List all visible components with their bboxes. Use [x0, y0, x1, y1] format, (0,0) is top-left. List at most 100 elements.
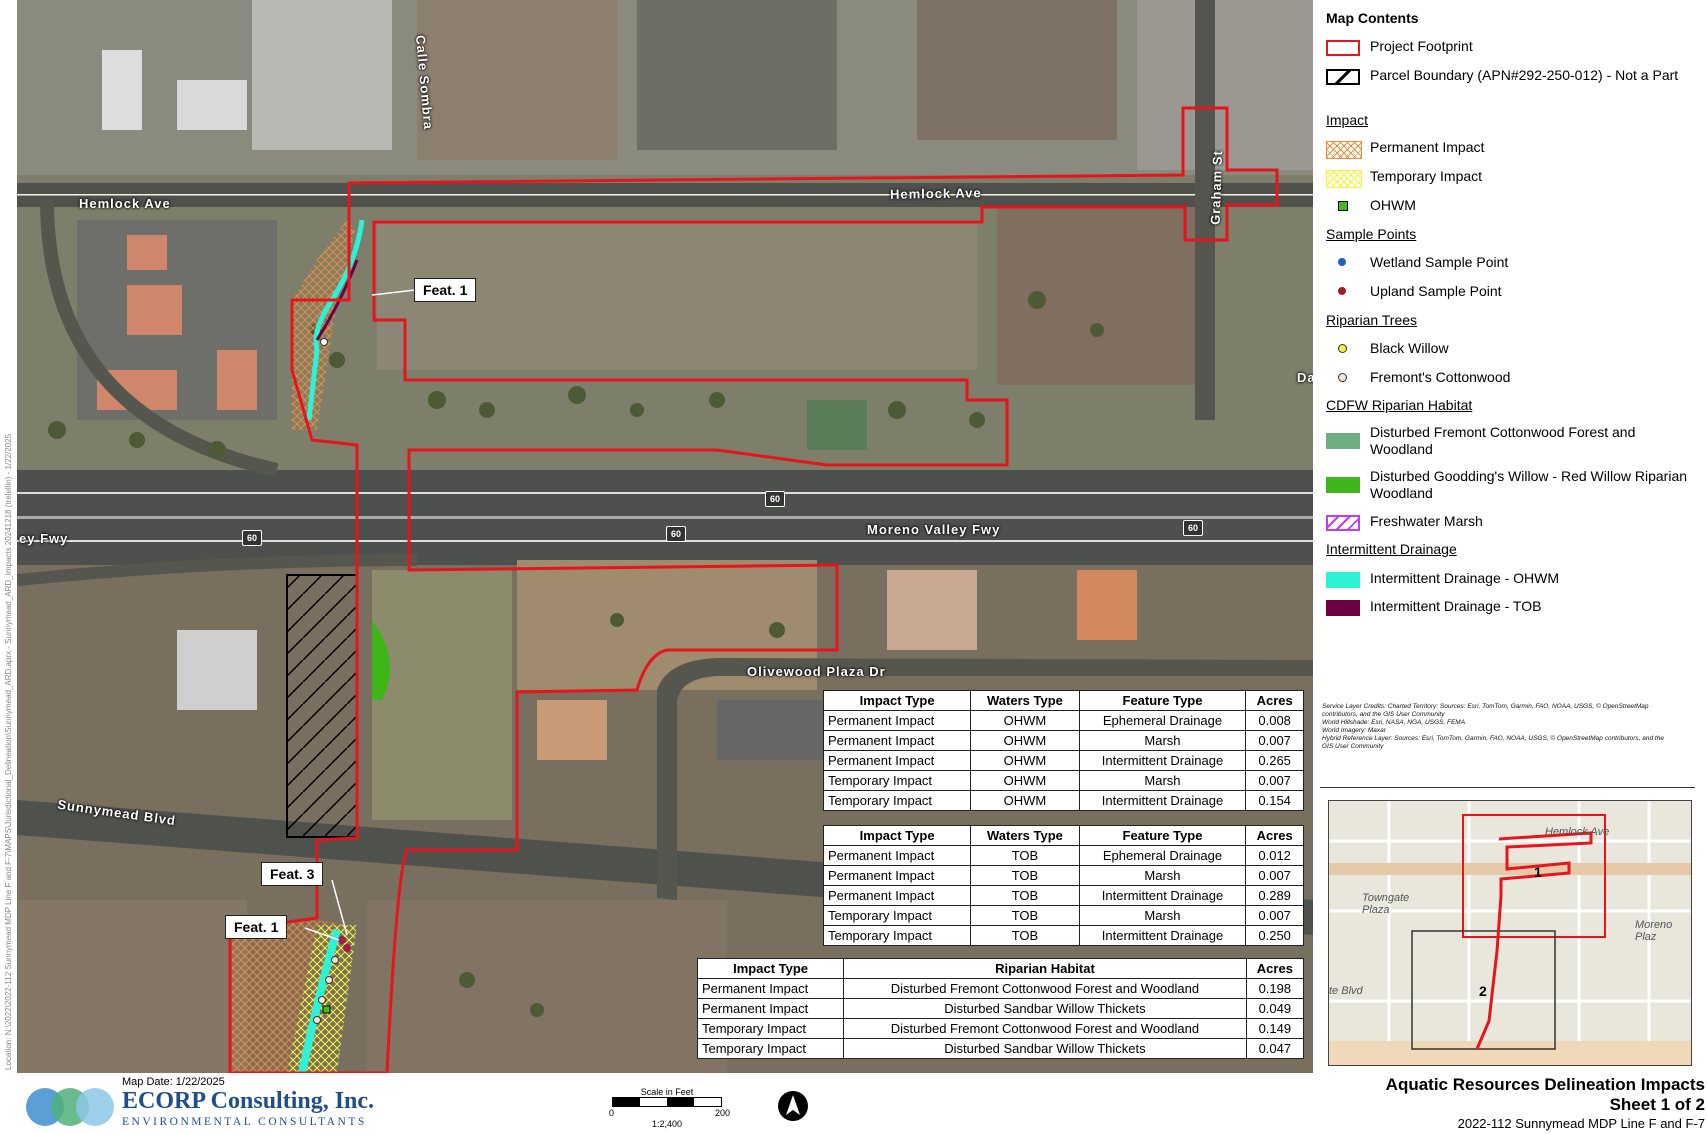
- scale-max: 200: [714, 1108, 730, 1118]
- tennis-courts: [807, 400, 867, 450]
- scale-title: Scale in Feet: [640, 1087, 694, 1097]
- cell: Temporary Impact: [696, 1038, 845, 1059]
- legend-label: Parcel Boundary (APN#292-250-012) - Not …: [1370, 67, 1679, 83]
- cell: TOB: [970, 885, 1080, 906]
- road-label-hemlock: Hemlock Ave: [889, 185, 982, 202]
- cell: OHWM: [970, 750, 1080, 771]
- field: [372, 570, 512, 820]
- cell: TOB: [970, 925, 1080, 946]
- col-header: Feature Type: [1078, 690, 1247, 711]
- map-canvas: [17, 0, 1313, 1073]
- col-header: Impact Type: [822, 825, 972, 846]
- col-header: Impact Type: [696, 958, 845, 979]
- building: [102, 50, 142, 130]
- map-view[interactable]: Hemlock Ave Hemlock Ave Calle Sombra Gra…: [17, 0, 1313, 1073]
- col-header: Riparian Habitat: [843, 958, 1247, 979]
- scale-ratio: 1:2,400: [651, 1119, 683, 1129]
- cell: Ephemeral Drainage: [1078, 845, 1247, 866]
- cell: 0.049: [1245, 998, 1305, 1019]
- cell: 0.047: [1245, 1038, 1305, 1059]
- cell: 0.250: [1245, 925, 1304, 946]
- cell: Temporary Impact: [822, 790, 972, 811]
- tob-impact-table: Impact Type Waters Type Feature Type Acr…: [822, 825, 1304, 946]
- cell: 0.198: [1245, 978, 1305, 999]
- cell: Ephemeral Drainage: [1078, 710, 1247, 731]
- cottonwood-tree-icon: [1338, 373, 1347, 382]
- building: [177, 630, 257, 710]
- cell: Permanent Impact: [696, 998, 845, 1019]
- overview-map[interactable]: Towngate Plaza Moreno Plaz te Blvd Hemlo…: [1328, 800, 1692, 1066]
- drain-tob-swatch: [1326, 600, 1360, 616]
- cell: Temporary Impact: [822, 925, 972, 946]
- cell: Permanent Impact: [822, 750, 972, 771]
- cell: Permanent Impact: [822, 730, 972, 751]
- housing-complex: [377, 220, 977, 370]
- legend-section-cdfw: CDFW Riparian Habitat: [1326, 397, 1473, 413]
- building: [1077, 570, 1137, 640]
- parcel-swatch: [1326, 69, 1360, 85]
- overview-canvas: [1329, 801, 1691, 1065]
- legend-label: Project Footprint: [1370, 38, 1473, 54]
- drain-ohwm-swatch: [1326, 572, 1360, 588]
- legend-section-sample: Sample Points: [1326, 226, 1417, 242]
- road-label-moreno-fwy: Moreno Valley Fwy: [867, 522, 1001, 537]
- cell: 0.265: [1245, 750, 1304, 771]
- legend-label: Disturbed Goodding's Willow - Red Willow…: [1370, 468, 1688, 501]
- legend-title: Map Contents: [1326, 10, 1419, 26]
- legend-section-drainage: Intermittent Drainage: [1326, 541, 1457, 557]
- road-label-fwy-west: ey Fwy: [19, 531, 69, 546]
- legend-label: Freshwater Marsh: [1370, 513, 1483, 529]
- wetland-point-icon: [1338, 258, 1346, 266]
- col-header: Waters Type: [970, 690, 1080, 711]
- cell: 0.007: [1245, 730, 1304, 751]
- warehouse-roof: [252, 0, 392, 150]
- credit-line: World Hillshade: Esri, NASA, NGA, USGS, …: [1322, 719, 1466, 726]
- residential-block: [367, 900, 727, 1073]
- col-header: Acres: [1245, 825, 1304, 846]
- col-header: Acres: [1245, 958, 1305, 979]
- sheet2-frame: [1411, 930, 1556, 1050]
- road-label-graham: Graham St: [1207, 149, 1226, 226]
- title-main: Aquatic Resources Delineation Impacts: [1385, 1075, 1705, 1094]
- cell: Marsh: [1078, 865, 1247, 886]
- cell: Intermittent Drainage: [1078, 925, 1247, 946]
- legend-panel: Map Contents Project Footprint Parcel Bo…: [1316, 0, 1707, 780]
- parcel-boundary: [286, 574, 358, 838]
- cell: Permanent Impact: [822, 845, 972, 866]
- cell: OHWM: [970, 710, 1080, 731]
- col-header: Feature Type: [1078, 825, 1247, 846]
- drainage-ohwm-south: [298, 928, 341, 1073]
- cell: 0.154: [1245, 790, 1304, 811]
- map-date: Map Date: 1/22/2025: [122, 1076, 225, 1088]
- building: [217, 350, 257, 410]
- company-name: ECORP Consulting, Inc.: [122, 1088, 375, 1114]
- black-willow-icon: [1338, 344, 1347, 353]
- legend-label: Black Willow: [1370, 340, 1449, 356]
- building: [127, 285, 182, 335]
- title-sheet: Sheet 1 of 2: [1609, 1095, 1705, 1114]
- road-label-da: Da: [1297, 370, 1313, 385]
- marsh-swatch: [1326, 515, 1360, 531]
- credit-line: Hybrid Reference Layer: Sources: Esri, T…: [1322, 735, 1664, 750]
- route-60-shield: 60: [242, 530, 262, 546]
- cell: Intermittent Drainage: [1078, 750, 1247, 771]
- legend-label: Temporary Impact: [1370, 168, 1483, 184]
- cell: Marsh: [1078, 770, 1247, 791]
- credit-line: Service Layer Credits: Charted Territory…: [1322, 703, 1649, 718]
- legend-section-impact: Impact: [1326, 112, 1369, 128]
- col-header: Acres: [1245, 690, 1304, 711]
- cell: Marsh: [1078, 730, 1247, 751]
- cell: TOB: [970, 845, 1080, 866]
- inset-label: Towngate Plaza: [1362, 892, 1410, 916]
- cell: Permanent Impact: [696, 978, 845, 999]
- route-60-shield: 60: [1183, 520, 1203, 536]
- footprint-swatch: [1326, 40, 1360, 56]
- cell: 0.008: [1245, 710, 1304, 731]
